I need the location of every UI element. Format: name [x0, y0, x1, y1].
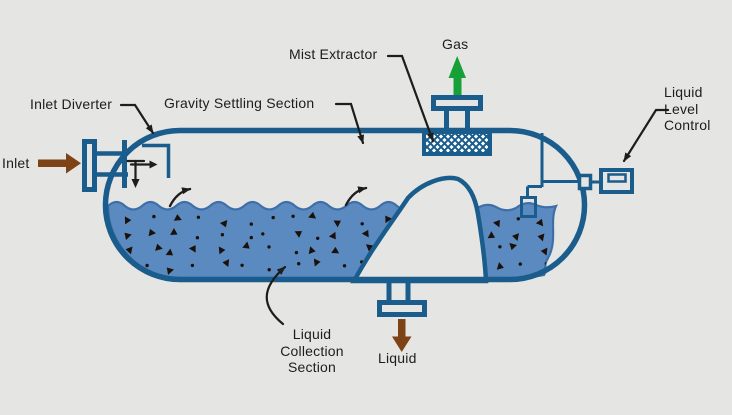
gas-label: Gas	[442, 36, 469, 52]
gas-flow-arrow-left	[168, 187, 192, 208]
liquid-right-body	[474, 201, 558, 280]
liquid-level-control-device	[577, 168, 634, 194]
gravity-settling-section-label: Gravity Settling Section	[164, 95, 315, 111]
inlet-flow-arrows	[126, 159, 158, 188]
liquid-collection-pointer	[265, 265, 287, 326]
liquid-level-control-label: Liquid Level Control	[664, 84, 711, 133]
inlet-nozzle	[82, 139, 171, 192]
gas-outlet-nozzle	[431, 95, 483, 133]
vessel-shell	[102, 127, 588, 283]
liquid-out-label: Liquid	[378, 350, 417, 366]
liquid-collection-section-label: Liquid Collection Section	[280, 326, 344, 375]
level-control-linkage	[520, 133, 579, 218]
gravity-settling-pointer	[334, 102, 365, 145]
gas-flow-arrow-right	[344, 186, 368, 207]
liquid-arrow-icon	[392, 319, 412, 352]
mist-extractor	[422, 130, 492, 156]
float	[520, 196, 537, 218]
liquid-outlet-nozzle	[377, 279, 427, 317]
inlet-label: Inlet	[2, 155, 30, 171]
liquid-level-control-pointer	[622, 108, 670, 163]
mist-extractor-pointer	[386, 54, 435, 143]
inlet-arrow-icon	[38, 153, 81, 174]
weir-mound	[350, 175, 489, 284]
inlet-diverter-pointer	[119, 103, 155, 135]
gas-arrow-icon	[448, 56, 466, 95]
inlet-diverter-label: Inlet Diverter	[30, 96, 113, 112]
inlet-diverter-bracket	[142, 143, 171, 178]
mist-extractor-label: Mist Extractor	[289, 46, 378, 62]
liquid-particles-left	[124, 211, 394, 275]
liquid-left-body	[106, 200, 422, 280]
